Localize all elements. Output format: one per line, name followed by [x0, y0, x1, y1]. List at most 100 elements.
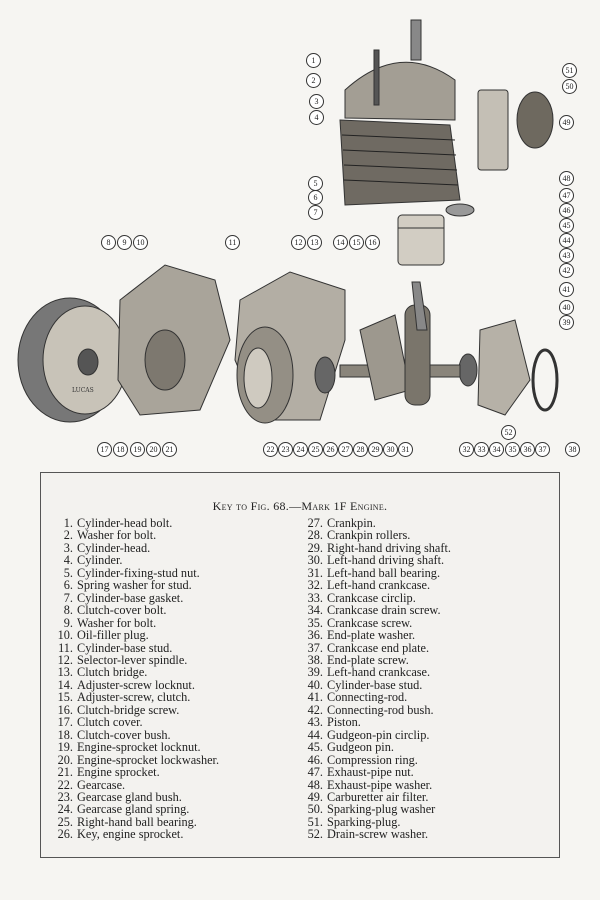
cylinder-head-part [344, 61, 456, 121]
key-item-label: Cylinder-head. [77, 540, 151, 555]
key-item: 43. Piston. [299, 715, 451, 730]
key-item: 18.Clutch-cover bush. [49, 727, 219, 742]
key-item-number: 33. [307, 590, 323, 605]
key-item-number: 7. [63, 590, 73, 605]
key-item-label: Left-hand driving shaft. [327, 553, 445, 568]
callout-4: 4 [309, 110, 324, 125]
key-item-label: Connecting-rod bush. [327, 702, 434, 717]
key-item-number: 13. [57, 665, 73, 680]
key-item-label: Right-hand ball bearing. [77, 814, 197, 829]
key-item-number: 49. [307, 789, 323, 804]
key-item-number: 9. [63, 615, 73, 630]
key-item-label: End-plate screw. [327, 652, 409, 667]
magneto-plate-text: LUCAS [72, 387, 94, 394]
key-item: 6.Spring washer for stud. [49, 578, 219, 593]
key-title: Key to Fig. 68.—Mark 1F Engine. [212, 499, 388, 513]
key-item-label: Adjuster-screw, clutch. [77, 690, 191, 705]
key-item: 46.Compression ring. [299, 753, 451, 766]
key-item-number: 23. [57, 789, 73, 804]
key-item: 41.Connecting-rod. [299, 690, 451, 705]
callout-10: 10 [133, 235, 148, 250]
key-item: 39.Left-hand crankcase. [299, 665, 451, 680]
key-item-number: 47. [307, 765, 323, 780]
key-item: 23.Gearcase gland bush. [49, 789, 219, 804]
key-item: 27.Crankpin. [299, 517, 451, 530]
key-item-label: Sparking-plug. [327, 814, 401, 829]
key-item-number: 37. [307, 640, 323, 655]
key-item: 29.Right-hand driving shaft. [299, 540, 451, 555]
key-item: 5.Cylinder-fixing-stud nut. [49, 566, 219, 579]
callout-18: 18 [113, 442, 128, 457]
key-item-number: 39. [307, 665, 323, 680]
key-item-number: 38. [307, 652, 323, 667]
key-item-label: Crankcase circlip. [327, 590, 416, 605]
key-item-number: 25. [57, 814, 73, 829]
key-item: 24. Gearcase gland spring. [49, 802, 219, 817]
callout-1: 1 [306, 53, 321, 68]
key-item-label: Cylinder-base gasket. [77, 590, 184, 605]
key-item: 28.Crankpin rollers. [299, 529, 451, 542]
callout-22: 22 [263, 442, 278, 457]
callout-7: 7 [308, 205, 323, 220]
key-item-number: 41. [307, 690, 323, 705]
callout-35: 35 [505, 442, 520, 457]
key-item-label: Carburetter air filter. [327, 789, 429, 804]
key-item: 19. Engine-sprocket locknut. [49, 740, 219, 755]
callout-42: 42 [559, 263, 574, 278]
key-item-number: 42. [307, 702, 323, 717]
key-item-label: Gearcase gland spring. [77, 802, 190, 817]
connecting-rod-part [411, 281, 428, 331]
key-column-right: 27.Crankpin.28.Crankpin rollers.29.Right… [299, 517, 451, 841]
key-item: 25. Right-hand ball bearing. [49, 814, 219, 829]
key-item-label: Spring washer for stud. [77, 578, 192, 593]
key-item-number: 19. [57, 740, 73, 755]
key-item-label: Engine-sprocket locknut. [77, 740, 201, 755]
key-item-number: 15. [57, 690, 73, 705]
key-item: 38. End-plate screw. [299, 652, 451, 667]
callout-40: 40 [559, 300, 574, 315]
key-item-label: Exhaust-pipe nut. [327, 765, 414, 780]
key-item: 34.Crankcase drain screw. [299, 604, 451, 617]
left-crankcase-part [477, 319, 531, 416]
key-item-number: 8. [63, 603, 73, 618]
key-item-label: Engine sprocket. [77, 765, 160, 780]
callout-23: 23 [278, 442, 293, 457]
key-item-label: Selector-lever spindle. [77, 652, 188, 667]
callout-36: 36 [520, 442, 535, 457]
callout-21: 21 [162, 442, 177, 457]
callout-9: 9 [117, 235, 132, 250]
key-item: 45.Gudgeon pin. [299, 741, 451, 754]
key-item-label: Left-hand crankcase. [327, 578, 431, 593]
engine-parts-drawing: LUCAS [17, 19, 559, 424]
key-item-number: 10. [57, 628, 73, 643]
key-item: 1.Cylinder-head bolt. [49, 517, 219, 530]
key-item-label: Piston. [327, 715, 361, 730]
key-item-number: 29. [307, 540, 323, 555]
key-item-label: Clutch-bridge screw. [77, 702, 180, 717]
piston-part [397, 214, 445, 266]
key-item-number: 30. [307, 553, 323, 568]
callout-15: 15 [349, 235, 364, 250]
key-item-number: 14. [57, 677, 73, 692]
key-item-number: 24. [57, 802, 73, 817]
key-item-label: Clutch-cover bush. [77, 727, 171, 742]
callout-49: 49 [559, 115, 574, 130]
callout-8: 8 [101, 235, 116, 250]
key-item: 7. Cylinder-base gasket. [49, 590, 219, 605]
key-item-number: 32. [307, 578, 323, 593]
key-item-number: 4. [63, 553, 73, 568]
key-column-left: 1.Cylinder-head bolt.2.Washer for bolt.3… [49, 517, 219, 841]
key-item: 4.Cylinder. [49, 553, 219, 568]
key-item-label: Cylinder-base stud. [77, 640, 173, 655]
key-item: 37.Crankcase end plate. [299, 640, 451, 655]
key-item-label: Left-hand ball bearing. [327, 565, 441, 580]
callout-45: 45 [559, 218, 574, 233]
key-item-number: 26. [57, 827, 73, 842]
callout-31: 31 [398, 442, 413, 457]
callout-41: 41 [559, 282, 574, 297]
callout-13: 13 [307, 235, 322, 250]
key-item-number: 43. [307, 715, 323, 730]
callout-39: 39 [559, 315, 574, 330]
callout-38: 38 [565, 442, 580, 457]
